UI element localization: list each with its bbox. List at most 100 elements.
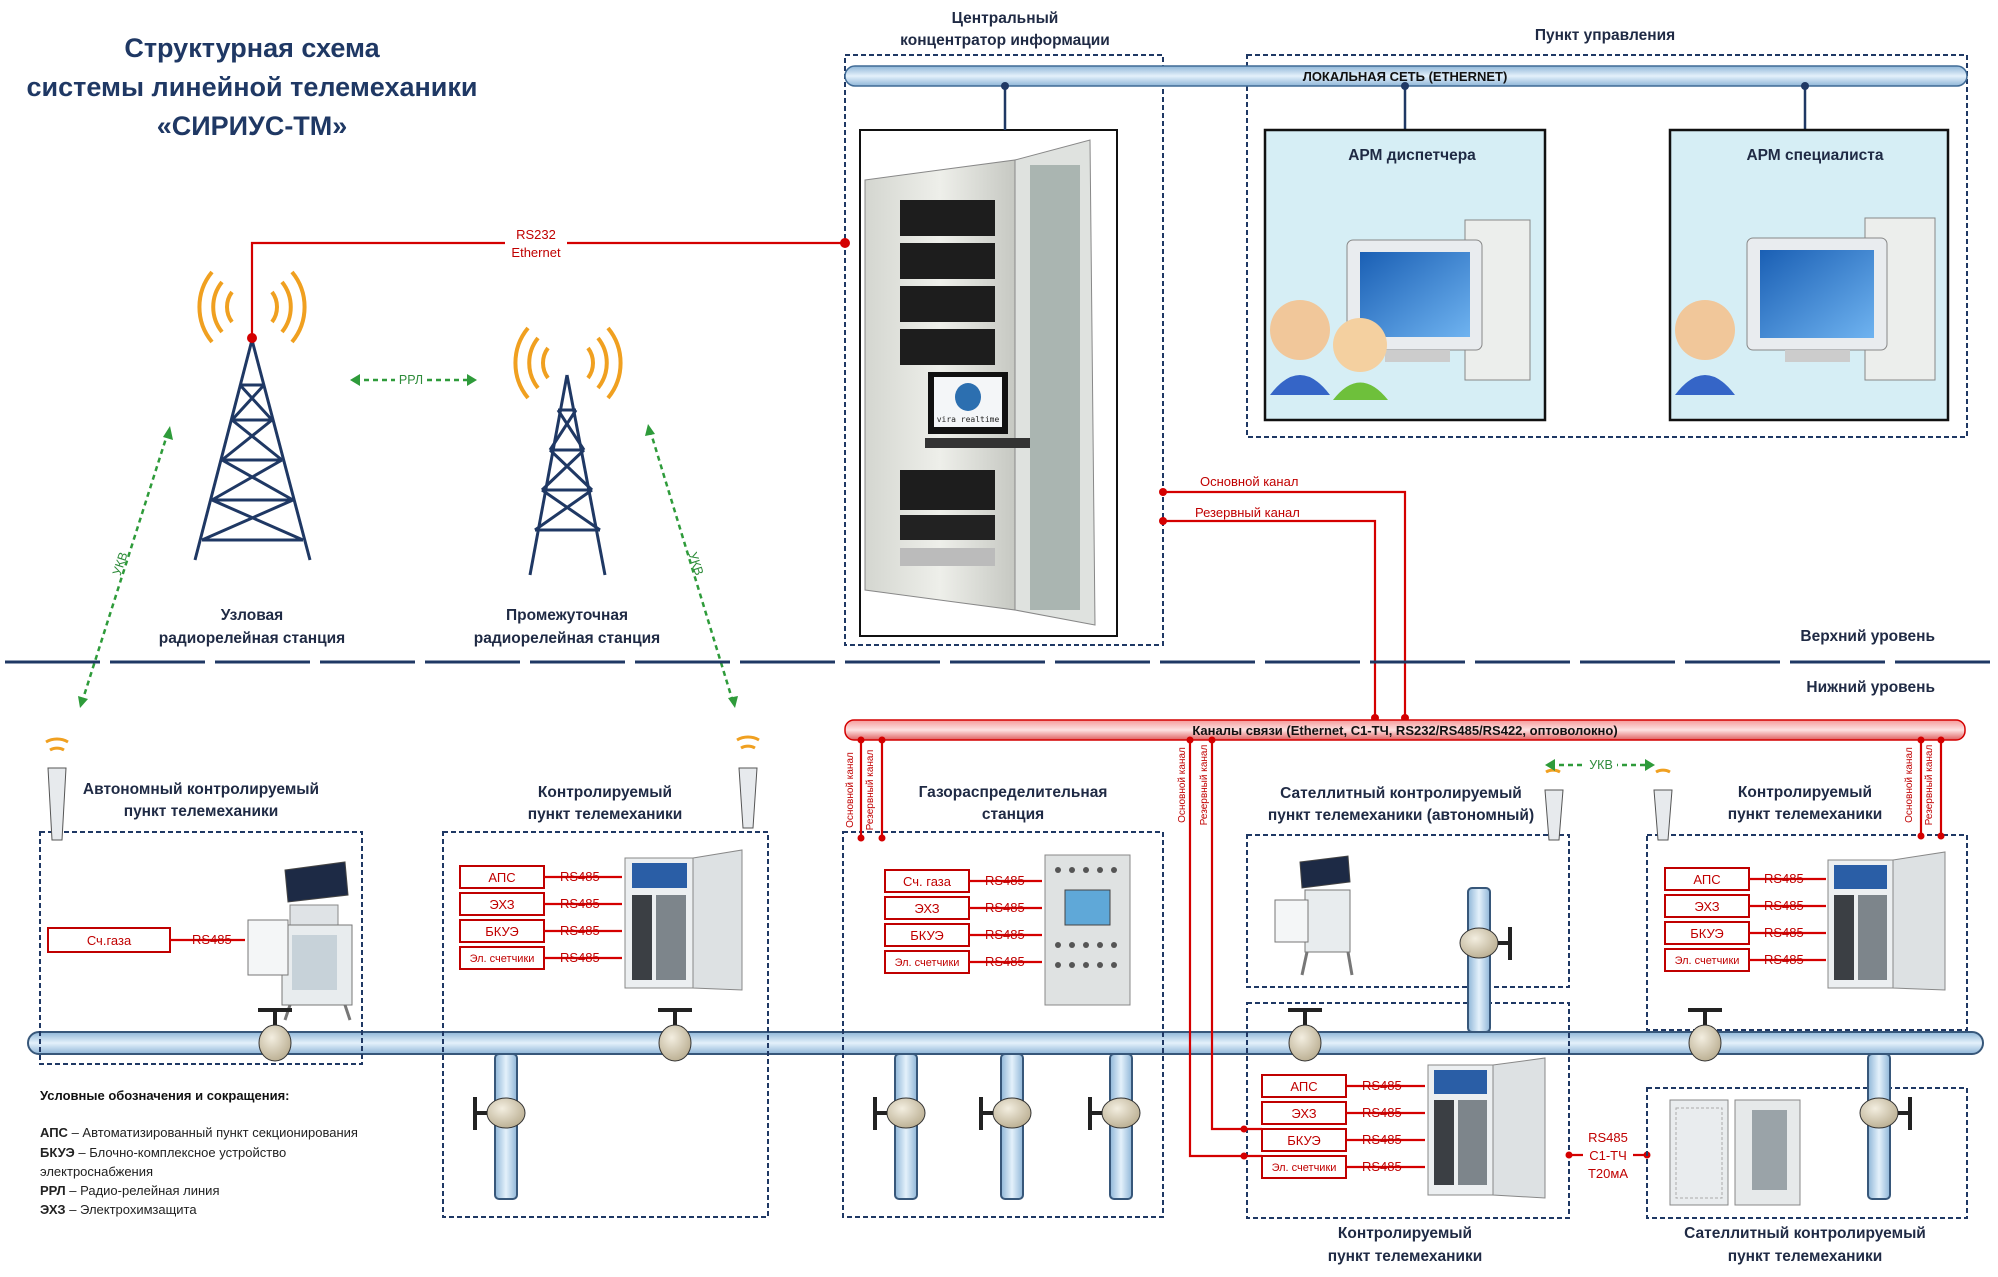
radio-tower-icon-2 <box>528 374 607 576</box>
satellite-auto-title-2: пункт телемеханики (автономный) <box>1268 807 1534 824</box>
legend-bkue: БКУЭ – Блочно-комплексное устройство <box>40 1145 286 1160</box>
bottom-rs485-a: RS485 <box>1362 1078 1402 1093</box>
gas-meter-label: Сч.газа <box>87 933 132 948</box>
ukv-link-left: УКВ <box>78 426 173 708</box>
valve-icon-8 <box>1088 1097 1141 1130</box>
arm-specialist: АРМ специалиста <box>1668 128 1950 422</box>
diagram-title: Структурная схема системы линейной телем… <box>27 33 478 141</box>
controlled-point-right: Контролируемый пункт телемеханики АПС ЭХ… <box>1646 736 1968 1031</box>
autonomous-title-1: Автономный контролируемый <box>83 781 319 798</box>
gds-reserve-channel: Резервный канал <box>865 750 876 831</box>
ukv-label-satellites: УКВ <box>1589 758 1613 772</box>
ethernet-label: Ethernet <box>511 245 561 260</box>
comm-bus: Каналы связи (Ethernet, С1-ТЧ, RS232/RS4… <box>844 719 1966 741</box>
radio-waves-icon-2 <box>513 326 623 400</box>
rs485-c1-link: RS485 С1-ТЧ Т20мА <box>1565 1129 1651 1185</box>
controlled-bottom-frame <box>1246 1002 1570 1219</box>
gds-title-1: Газораспределительная <box>919 784 1108 801</box>
lower-level-label: Нижний уровень <box>1806 679 1935 696</box>
controlled-point-left: Контролируемый пункт телемеханики АПС ЭХ… <box>442 735 769 1218</box>
right-el-meters-label: Эл. счетчики <box>1675 955 1740 967</box>
control-cabinet-icon-2 <box>1827 851 1946 991</box>
solar-cabinet-icon-2 <box>1274 855 1354 976</box>
gds-rs485-a: RS485 <box>985 873 1025 888</box>
bottom-reserve-channel: Резервный канал <box>1199 745 1210 826</box>
node-station-label-2: радиорелейная станция <box>159 630 345 647</box>
autonomous-title-2: пункт телемеханики <box>124 803 279 820</box>
bottom-rs485-links: RS485 RS485 RS485 RS485 <box>1346 1078 1425 1174</box>
satellite-bottom-title-2: пункт телемеханики <box>1728 1248 1883 1265</box>
gds-rs485-links: RS485 RS485 RS485 RS485 <box>969 873 1042 969</box>
tower-hub-link: RS232 Ethernet <box>250 227 850 338</box>
satellite-cabinet-icon <box>1669 1099 1801 1206</box>
satellite-auto-frame <box>1246 834 1570 988</box>
rrl-link: РРЛ <box>350 371 477 387</box>
valve-icon-7 <box>979 1097 1032 1130</box>
gds-gas-meter-label: Сч. газа <box>903 874 952 889</box>
right-ehz-label: ЭХЗ <box>1694 899 1719 914</box>
satellite-autonomous-point: Сателлитный контролируемый пункт телемех… <box>1246 768 1570 988</box>
right-aps-label: АПС <box>1693 872 1720 887</box>
legend-title: Условные обозначения и сокращения: <box>40 1088 290 1103</box>
valve-icon-2 <box>658 1008 692 1062</box>
satellite-auto-title-1: Сателлитный контролируемый <box>1280 785 1522 802</box>
radio-tower-icon <box>193 339 312 561</box>
bottom-el-meters-label: Эл. счетчики <box>1272 1162 1337 1174</box>
lan-bus: ЛОКАЛЬНАЯ СЕТЬ (ETHERNET) <box>844 65 1968 87</box>
t20ma-label: Т20мА <box>1588 1166 1628 1181</box>
gds-frame <box>842 831 1164 1218</box>
aps-label: АПС <box>488 870 515 885</box>
rs485-d: RS485 <box>560 950 600 965</box>
arm-dispatcher-label: АРМ диспетчера <box>1348 147 1476 164</box>
right-rs485-links: RS485 RS485 RS485 RS485 <box>1749 871 1826 967</box>
bottom-ehz-label: ЭХЗ <box>1291 1106 1316 1121</box>
legend: Условные обозначения и сокращения: АПС –… <box>40 1088 358 1217</box>
control-cabinet-icon <box>624 849 743 991</box>
rack-brand: vira realtime <box>937 415 1000 424</box>
gas-distribution-station: Газораспределительная станция Сч. газа Э… <box>842 736 1164 1218</box>
intermediate-radio-station: Промежуточная радиорелейная станция <box>474 326 660 647</box>
valve-icon-4 <box>1688 1008 1722 1062</box>
bottom-aps-label: АПС <box>1290 1079 1317 1094</box>
bottom-bkue-label: БКУЭ <box>1287 1133 1321 1148</box>
autonomous-point: Автономный контролируемый пункт телемеха… <box>39 737 363 1065</box>
right-rs485-d: RS485 <box>1764 952 1804 967</box>
antenna-icon-4 <box>1653 768 1673 841</box>
rs232-label: RS232 <box>516 227 556 242</box>
lan-label: ЛОКАЛЬНАЯ СЕТЬ (ETHERNET) <box>1303 69 1508 84</box>
arm-dispatcher: АРМ диспетчера <box>1263 128 1547 422</box>
controlled-left-title-2: пункт телемеханики <box>528 806 683 823</box>
ehz-label: ЭХЗ <box>489 897 514 912</box>
controlled-point-bottom: Контролируемый пункт телемеханики АПС ЭХ… <box>1177 736 1570 1265</box>
bottom-rs485-d: RS485 <box>1362 1159 1402 1174</box>
central-hub: Центральный концентратор информации vira… <box>844 10 1164 646</box>
upper-level-label: Верхний уровень <box>1800 628 1935 645</box>
bottom-rs485-c: RS485 <box>1362 1132 1402 1147</box>
inter-station-label-1: Промежуточная <box>506 607 628 624</box>
lan-connectors <box>1001 82 1809 130</box>
legend-aps: АПС – Автоматизированный пункт секционир… <box>40 1125 358 1140</box>
controlled-bottom-title-1: Контролируемый <box>1338 1225 1472 1242</box>
comm-bus-label: Каналы связи (Ethernet, С1-ТЧ, RS232/RS4… <box>1192 723 1617 738</box>
gds-bkue-label: БКУЭ <box>910 928 944 943</box>
controlled-left-frame <box>442 831 769 1218</box>
right-reserve-channel: Резервный канал <box>1924 745 1935 826</box>
legend-bkue-2: электроснабжения <box>40 1164 153 1179</box>
reserve-channel-label: Резервный канал <box>1195 505 1300 520</box>
rs485-links: RS485 RS485 RS485 RS485 <box>544 869 622 965</box>
gds-ehz-label: ЭХЗ <box>914 901 939 916</box>
main-channel-label: Основной канал <box>1200 474 1298 489</box>
controlled-right-frame <box>1646 834 1968 1031</box>
right-bkue-label: БКУЭ <box>1690 926 1724 941</box>
level-divider: Верхний уровень Нижний уровень <box>5 628 1995 696</box>
antenna-icon <box>45 737 69 841</box>
bottom-rs485-b: RS485 <box>1362 1105 1402 1120</box>
ukv-link-satellites: УКВ <box>1545 756 1655 773</box>
inter-station-label-2: радиорелейная станция <box>474 630 660 647</box>
operator-icon <box>1270 300 1330 360</box>
controlled-bottom-title-2: пункт телемеханики <box>1328 1248 1483 1265</box>
title-line-1: Структурная схема <box>124 33 380 63</box>
valve-icon-10 <box>1859 1097 1912 1130</box>
node-radio-station: Узловая радиорелейная станция <box>159 270 345 647</box>
legend-rrl: РРЛ – Радио-релейная линия <box>40 1183 219 1198</box>
